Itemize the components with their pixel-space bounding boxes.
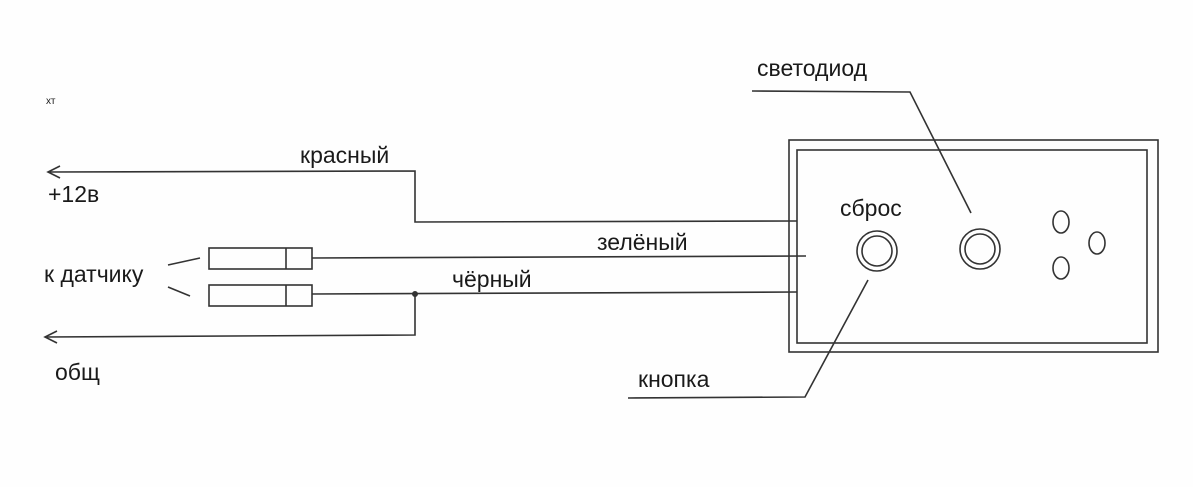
plus12v-label: +12в — [48, 181, 99, 207]
led-callout-label: светодиод — [757, 55, 868, 81]
button-callout-label: кнопка — [638, 366, 710, 392]
pointer-line — [167, 286, 191, 297]
reset-button-icon — [856, 230, 898, 272]
red-wire — [46, 165, 798, 223]
corner-mark: хт — [46, 96, 56, 107]
button-callout-line — [627, 279, 869, 399]
common-label: общ — [55, 359, 100, 385]
led-callout-line — [751, 90, 972, 214]
led-icon — [959, 228, 1001, 270]
black-wire — [43, 290, 798, 344]
device-box — [788, 139, 1159, 353]
pointer-line — [167, 257, 201, 266]
to-sensor-label: к датчику — [44, 261, 144, 287]
reset-label: сброс — [840, 195, 902, 221]
sensor-connector-2 — [208, 284, 313, 307]
arrow-left-icon — [43, 330, 58, 344]
green-wire — [311, 255, 807, 259]
mounting-hole-icon — [1052, 210, 1070, 234]
red-wire-label: красный — [300, 142, 389, 168]
arrow-left-icon — [46, 165, 61, 179]
sensor-connector-1 — [208, 247, 313, 270]
green-wire-label: зелёный — [597, 229, 688, 255]
mounting-hole-icon — [1088, 231, 1106, 255]
mounting-hole-icon — [1052, 256, 1070, 280]
black-wire-label: чёрный — [452, 266, 532, 292]
